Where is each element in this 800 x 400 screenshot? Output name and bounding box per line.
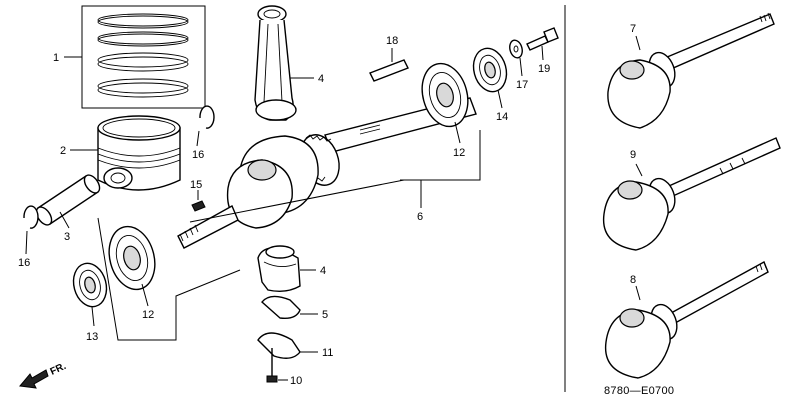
washer-part[interactable] bbox=[508, 39, 524, 59]
front-direction-label: FR. bbox=[49, 361, 68, 378]
lock-plate-part[interactable] bbox=[257, 332, 301, 359]
callout-5: 5 bbox=[322, 309, 328, 321]
connecting-rod-cap-part[interactable] bbox=[257, 245, 301, 293]
oil-dipper-part[interactable] bbox=[261, 295, 301, 320]
callout-8: 8 bbox=[630, 274, 636, 286]
callout-19: 19 bbox=[538, 63, 550, 75]
callout-1: 1 bbox=[53, 52, 59, 64]
crankshaft-variant-8-part[interactable] bbox=[604, 261, 769, 379]
callout-4-cap: 4 bbox=[320, 265, 326, 277]
connecting-rod-part[interactable] bbox=[254, 5, 297, 121]
callout-16-right: 16 bbox=[192, 149, 204, 161]
piston-part[interactable] bbox=[97, 115, 181, 191]
diagram-code: 8780—E0700 bbox=[604, 385, 674, 397]
callout-3: 3 bbox=[64, 231, 70, 243]
oil-seal-upper-part[interactable] bbox=[469, 45, 511, 96]
front-direction-arrow-icon bbox=[19, 369, 49, 389]
key-part[interactable] bbox=[191, 200, 206, 212]
callout-14: 14 bbox=[496, 111, 508, 123]
crankshaft-variant-7-part[interactable] bbox=[607, 12, 775, 129]
crankshaft-part[interactable] bbox=[177, 97, 477, 249]
callout-11: 11 bbox=[322, 347, 333, 359]
main-bearing-lower-part[interactable] bbox=[102, 221, 161, 294]
callout-7: 7 bbox=[630, 23, 636, 35]
callout-17: 17 bbox=[516, 79, 528, 91]
callout-10: 10 bbox=[290, 375, 302, 387]
crankshaft-variant-9-part[interactable] bbox=[602, 137, 781, 251]
callout-12-upper: 12 bbox=[453, 147, 465, 159]
callout-16-left: 16 bbox=[18, 257, 30, 269]
piston-pin-part[interactable] bbox=[33, 172, 102, 227]
woodruff-key-part[interactable] bbox=[369, 59, 409, 82]
bolt-part[interactable] bbox=[526, 27, 559, 51]
callout-15: 15 bbox=[190, 179, 202, 191]
callout-12-lower: 12 bbox=[142, 309, 154, 321]
callout-13: 13 bbox=[86, 331, 98, 343]
callout-2: 2 bbox=[60, 145, 66, 157]
main-bearing-upper-part[interactable] bbox=[415, 58, 474, 131]
callout-4-conrod: 4 bbox=[318, 73, 324, 85]
piston-rings-part[interactable] bbox=[81, 5, 206, 109]
callout-9: 9 bbox=[630, 149, 636, 161]
callout-18: 18 bbox=[386, 35, 398, 47]
oil-seal-lower-part[interactable] bbox=[69, 260, 111, 311]
piston-pin-clip-part[interactable] bbox=[23, 105, 215, 229]
callout-6: 6 bbox=[417, 211, 423, 223]
rod-bolt-part[interactable] bbox=[266, 348, 278, 383]
